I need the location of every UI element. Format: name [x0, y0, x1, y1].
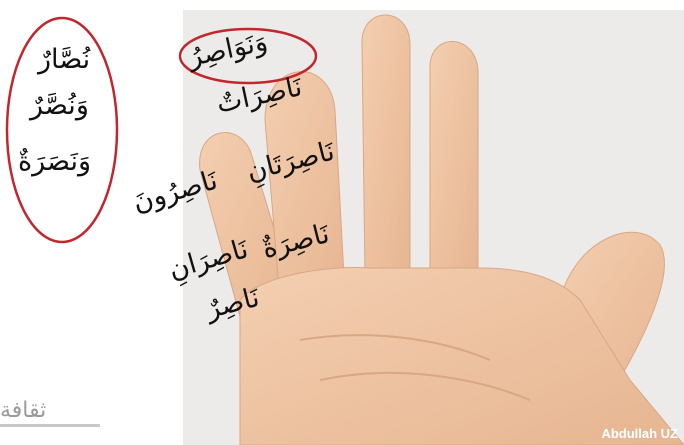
- left-word-3: وَنَصَرَةٌ: [18, 146, 92, 177]
- index-finger: [429, 41, 479, 276]
- left-highlight-oval: [5, 16, 119, 244]
- left-word-2: وَنُصَّرٌ: [30, 90, 89, 121]
- site-logo: ثقافة: [0, 398, 47, 423]
- palm: [239, 267, 684, 445]
- logo-underline: [0, 424, 100, 427]
- top-highlight-oval: [178, 27, 318, 85]
- ring-finger: [264, 71, 346, 301]
- middle-finger: [361, 14, 411, 276]
- left-word-1: نُصَّارٌ: [38, 44, 91, 75]
- credit-watermark: Abdullah UZ: [601, 426, 678, 441]
